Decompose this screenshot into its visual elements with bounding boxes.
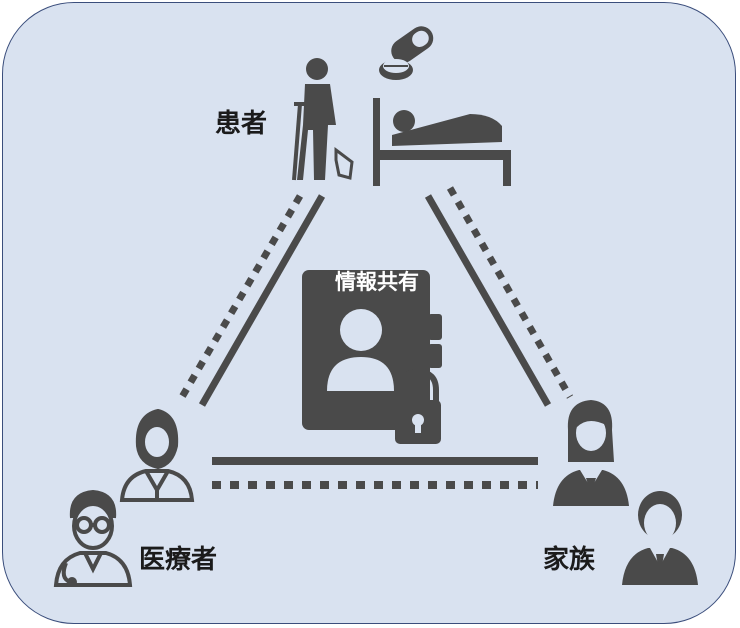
connector-medical-family	[212, 457, 538, 489]
medical-staff-label: 医療者	[139, 545, 218, 575]
male-family-icon	[622, 491, 698, 585]
pills-icon	[379, 26, 434, 80]
connector-patient-family	[424, 186, 574, 407]
female-family-icon	[553, 400, 629, 506]
family-label: 家族	[543, 545, 596, 575]
female-nurse-icon	[119, 408, 195, 502]
male-doctor-icon	[53, 489, 133, 587]
connector-patient-medical	[178, 194, 326, 407]
information-sharing-label: 情報共有	[335, 270, 419, 294]
crutch-person-icon	[292, 58, 354, 181]
patient-label: 患者	[215, 109, 268, 139]
bed-patient-icon	[373, 98, 511, 186]
lock-icon	[395, 368, 441, 444]
